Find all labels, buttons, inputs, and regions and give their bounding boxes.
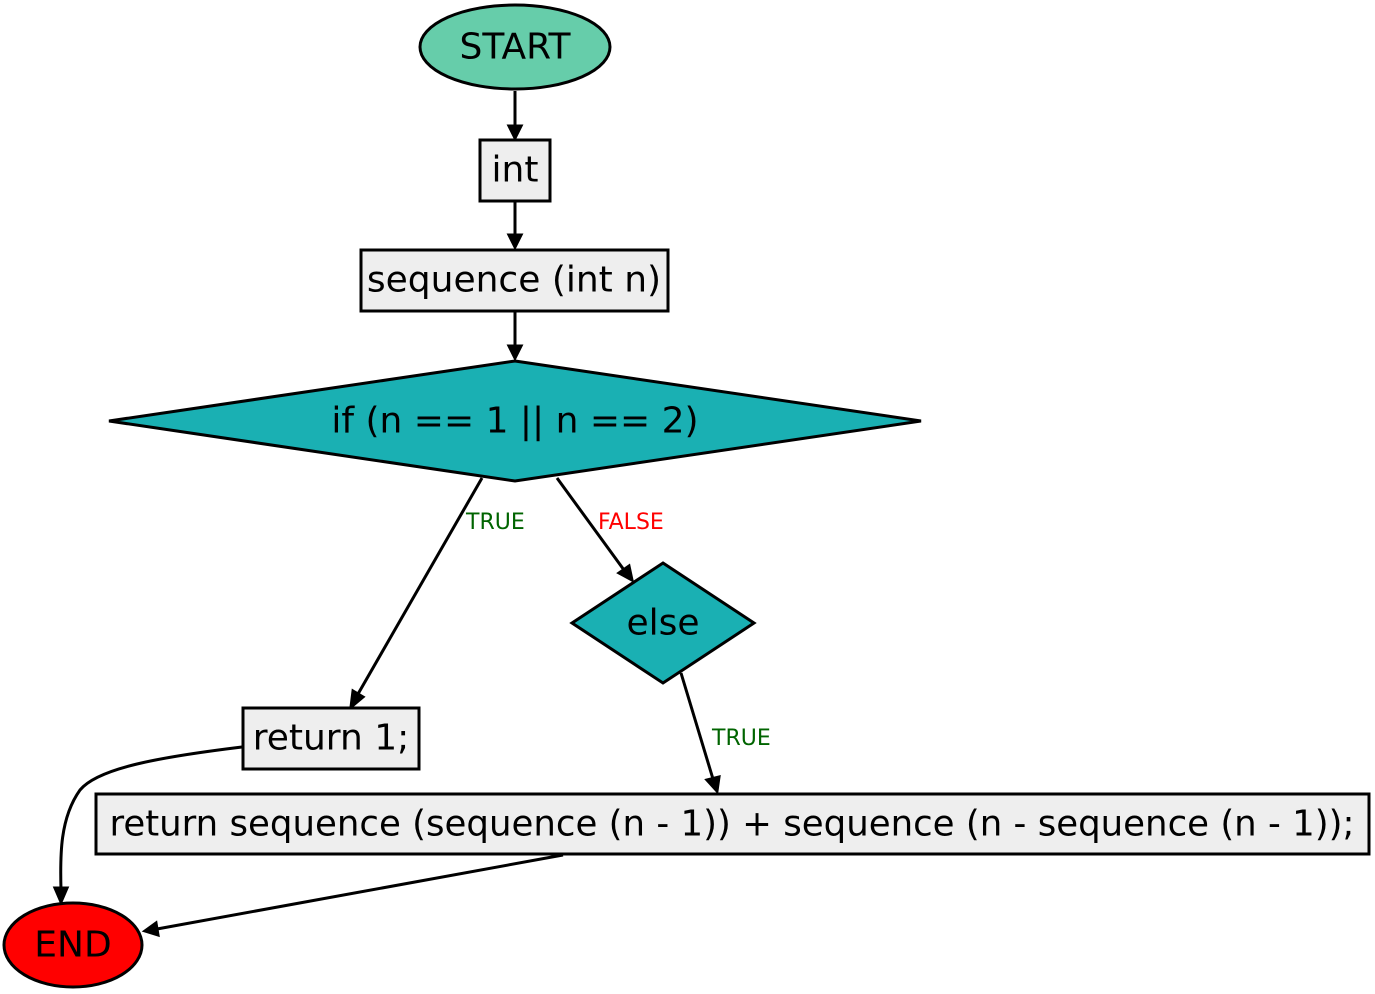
edge-return-seq-to-end: [141, 853, 564, 938]
edges: [52, 91, 721, 938]
edge-start-to-int: [506, 91, 524, 142]
start-label: START: [459, 27, 571, 68]
edge-label-if-false: FALSE: [598, 510, 664, 535]
return-seq-label: return sequence (sequence (n - 1)) + seq…: [110, 804, 1355, 845]
return-seq-node: return sequence (sequence (n - 1)) + seq…: [94, 792, 1371, 856]
edge-else-to-return-seq: [679, 672, 721, 795]
end-node: END: [2, 901, 144, 989]
return-one-label: return 1;: [253, 718, 410, 759]
edge-if-to-else: [555, 477, 635, 583]
edge-if-to-return-one: [349, 477, 484, 711]
start-node: START: [418, 3, 612, 91]
end-label: END: [34, 925, 111, 966]
if-decision-label: if (n == 1 || n == 2): [331, 401, 698, 442]
edge-label-else-true: TRUE: [711, 726, 771, 751]
else-decision-label: else: [626, 603, 699, 644]
signature-label: sequence (int n): [367, 260, 661, 301]
signature-node: sequence (int n): [359, 248, 670, 313]
else-decision-node: else: [569, 561, 757, 685]
edge-return-one-to-end: [52, 745, 243, 906]
edge-label-if-true: TRUE: [465, 510, 525, 535]
return-one-node: return 1;: [241, 706, 421, 771]
int-node: int: [478, 138, 552, 203]
int-label: int: [492, 150, 539, 191]
edge-signature-to-if: [506, 312, 524, 362]
edge-int-to-signature: [506, 202, 524, 251]
if-decision-node: if (n == 1 || n == 2): [108, 359, 922, 483]
